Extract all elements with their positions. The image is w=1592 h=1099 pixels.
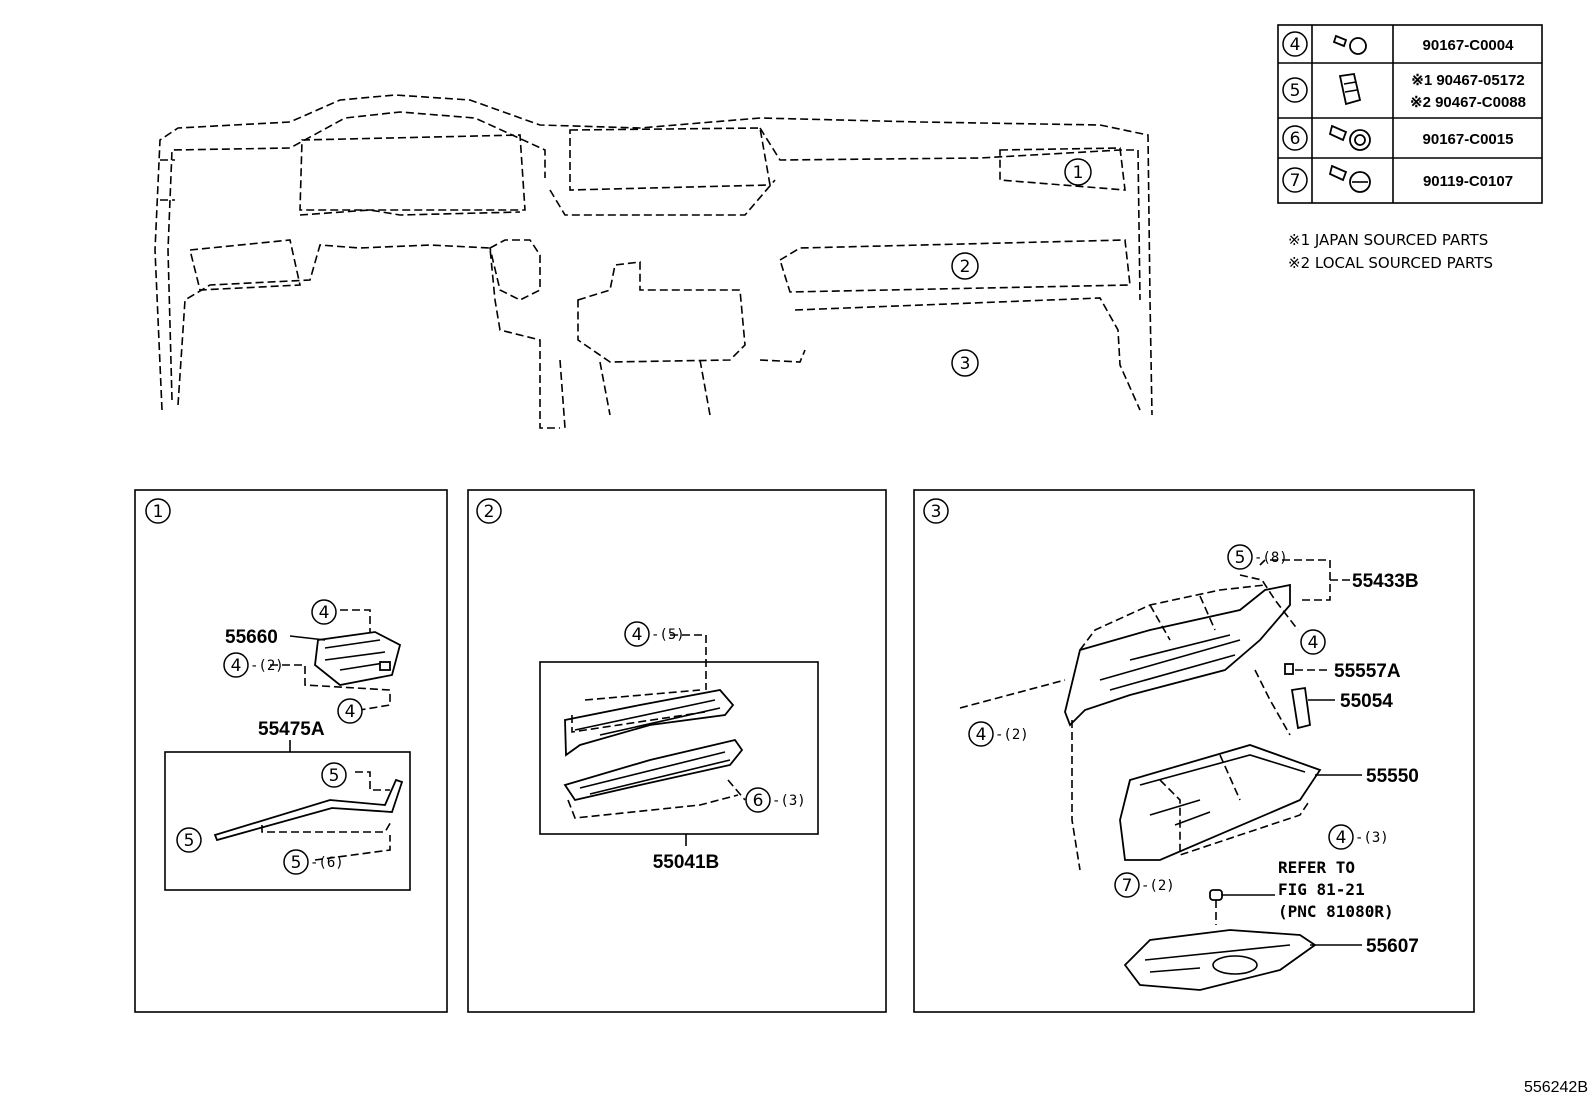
svg-text:-(2): -(2)	[250, 658, 284, 674]
callout-4-qty3: 4 -(3)	[1328, 824, 1389, 850]
svg-text:5: 5	[1235, 548, 1246, 568]
callout-4-qty2: 4 -(2)	[968, 721, 1029, 747]
svg-text:3: 3	[931, 502, 942, 522]
bolt-flange-icon	[1328, 164, 1371, 193]
svg-text:90167-C0004: 90167-C0004	[1423, 37, 1515, 54]
svg-text:5: 5	[184, 831, 195, 851]
svg-text:-(3): -(3)	[772, 793, 806, 809]
part-label-55041B: 55041B	[653, 852, 720, 873]
refer-note-line2: FIG 81-21	[1278, 880, 1365, 899]
callout-4: 4	[1300, 629, 1326, 655]
callout-5: 5	[176, 827, 202, 853]
overview-callout-1: 1	[1064, 158, 1092, 186]
bolt-icon	[1332, 34, 1367, 55]
refer-note-line1: REFER TO	[1278, 858, 1355, 877]
svg-text:4: 4	[319, 603, 330, 623]
part-label-55433B: 55433B	[1352, 571, 1419, 592]
clip-icon	[1338, 72, 1362, 106]
part-label-55475A: 55475A	[258, 719, 325, 740]
svg-text:-(5): -(5)	[651, 627, 685, 643]
svg-text:6: 6	[753, 791, 764, 811]
part-55054-drawing	[1290, 686, 1311, 730]
detail-panel-3: 3 5 -(8) 55433B 4 55557A	[913, 489, 1475, 1013]
svg-text:※1 90467-05172: ※1 90467-05172	[1411, 72, 1525, 89]
svg-text:7: 7	[1122, 876, 1133, 896]
svg-text:5: 5	[1290, 81, 1301, 101]
callout-4: 4	[311, 599, 337, 625]
svg-text:4: 4	[632, 625, 643, 645]
svg-text:-(3): -(3)	[1355, 830, 1389, 846]
bolt-washer-icon	[1328, 124, 1371, 151]
callout-4: 4	[337, 698, 363, 724]
table-row: 6 90167-C0015	[1282, 124, 1514, 151]
svg-text:4: 4	[1290, 35, 1301, 55]
overview-callout-3: 3	[951, 349, 979, 377]
svg-text:-(8): -(8)	[1254, 550, 1288, 566]
table-row: 5 ※1 90467-05172 ※2 90467-C0088	[1282, 72, 1526, 111]
part-55433B-drawing	[1064, 583, 1291, 727]
callout-5-qty6: 5 -(6)	[283, 849, 344, 875]
fasteners-table: 4 90167-C0004 5 ※1 90467-05172 ※2 90467-…	[1277, 24, 1543, 204]
note-local-sourced: ※2 LOCAL SOURCED PARTS	[1288, 254, 1493, 272]
svg-text:90119-C0107: 90119-C0107	[1423, 173, 1513, 190]
callout-5-qty8: 5 -(8)	[1227, 544, 1288, 570]
svg-text:4: 4	[1336, 828, 1347, 848]
detail-panel-2: 2 4 -(5) 6 -(3) 55041B	[467, 489, 887, 1013]
lamp-socket-drawing	[1209, 889, 1223, 901]
figure-id: 556242B	[1524, 1079, 1588, 1096]
detail-panel-1: 1 55660 4 4 -(2) 4 55475A	[134, 489, 448, 1013]
callout-4-qty2: 4 -(2)	[223, 652, 284, 678]
table-row: 7 90119-C0107	[1282, 164, 1513, 193]
svg-text:6: 6	[1290, 129, 1301, 149]
part-55475A-drawing	[213, 778, 404, 842]
part-55041B-lower-drawing	[563, 738, 744, 802]
svg-text:4: 4	[345, 702, 356, 722]
table-row: 4 90167-C0004	[1282, 31, 1515, 57]
svg-text:7: 7	[1290, 171, 1301, 191]
part-55660-drawing	[314, 631, 402, 686]
svg-text:4: 4	[231, 656, 242, 676]
svg-text:3: 3	[960, 354, 971, 374]
part-label-55557A: 55557A	[1334, 661, 1401, 682]
svg-text:※2 90467-C0088: ※2 90467-C0088	[1410, 94, 1526, 111]
part-label-55550: 55550	[1366, 766, 1419, 787]
note-japan-sourced: ※1 JAPAN SOURCED PARTS	[1288, 231, 1488, 249]
part-label-55607: 55607	[1366, 936, 1419, 957]
part-55557A-drawing	[1284, 663, 1294, 675]
callout-6-qty3: 6 -(3)	[745, 787, 806, 813]
svg-text:5: 5	[329, 766, 340, 786]
refer-note-line3: (PNC 81080R)	[1278, 902, 1394, 921]
callout-7-qty2: 7 -(2)	[1114, 872, 1175, 898]
svg-text:90167-C0015: 90167-C0015	[1423, 131, 1514, 148]
dashboard-overview: 1 2 3	[154, 94, 1153, 429]
svg-text:1: 1	[153, 502, 164, 522]
part-55550-drawing	[1119, 744, 1322, 861]
overview-callout-2: 2	[951, 252, 979, 280]
part-label-55660: 55660	[225, 627, 278, 648]
part-55607-drawing	[1123, 929, 1317, 991]
svg-text:-(2): -(2)	[995, 727, 1029, 743]
svg-text:5: 5	[291, 853, 302, 873]
callout-4-qty5: 4 -(5)	[624, 621, 685, 647]
svg-text:4: 4	[976, 725, 987, 745]
svg-text:-(2): -(2)	[1141, 878, 1175, 894]
svg-text:2: 2	[484, 502, 495, 522]
svg-text:4: 4	[1308, 633, 1319, 653]
svg-text:1: 1	[1073, 163, 1084, 183]
svg-text:2: 2	[960, 257, 971, 277]
part-label-55054: 55054	[1340, 691, 1393, 712]
svg-text:-(6): -(6)	[310, 855, 344, 871]
callout-5: 5	[321, 762, 347, 788]
